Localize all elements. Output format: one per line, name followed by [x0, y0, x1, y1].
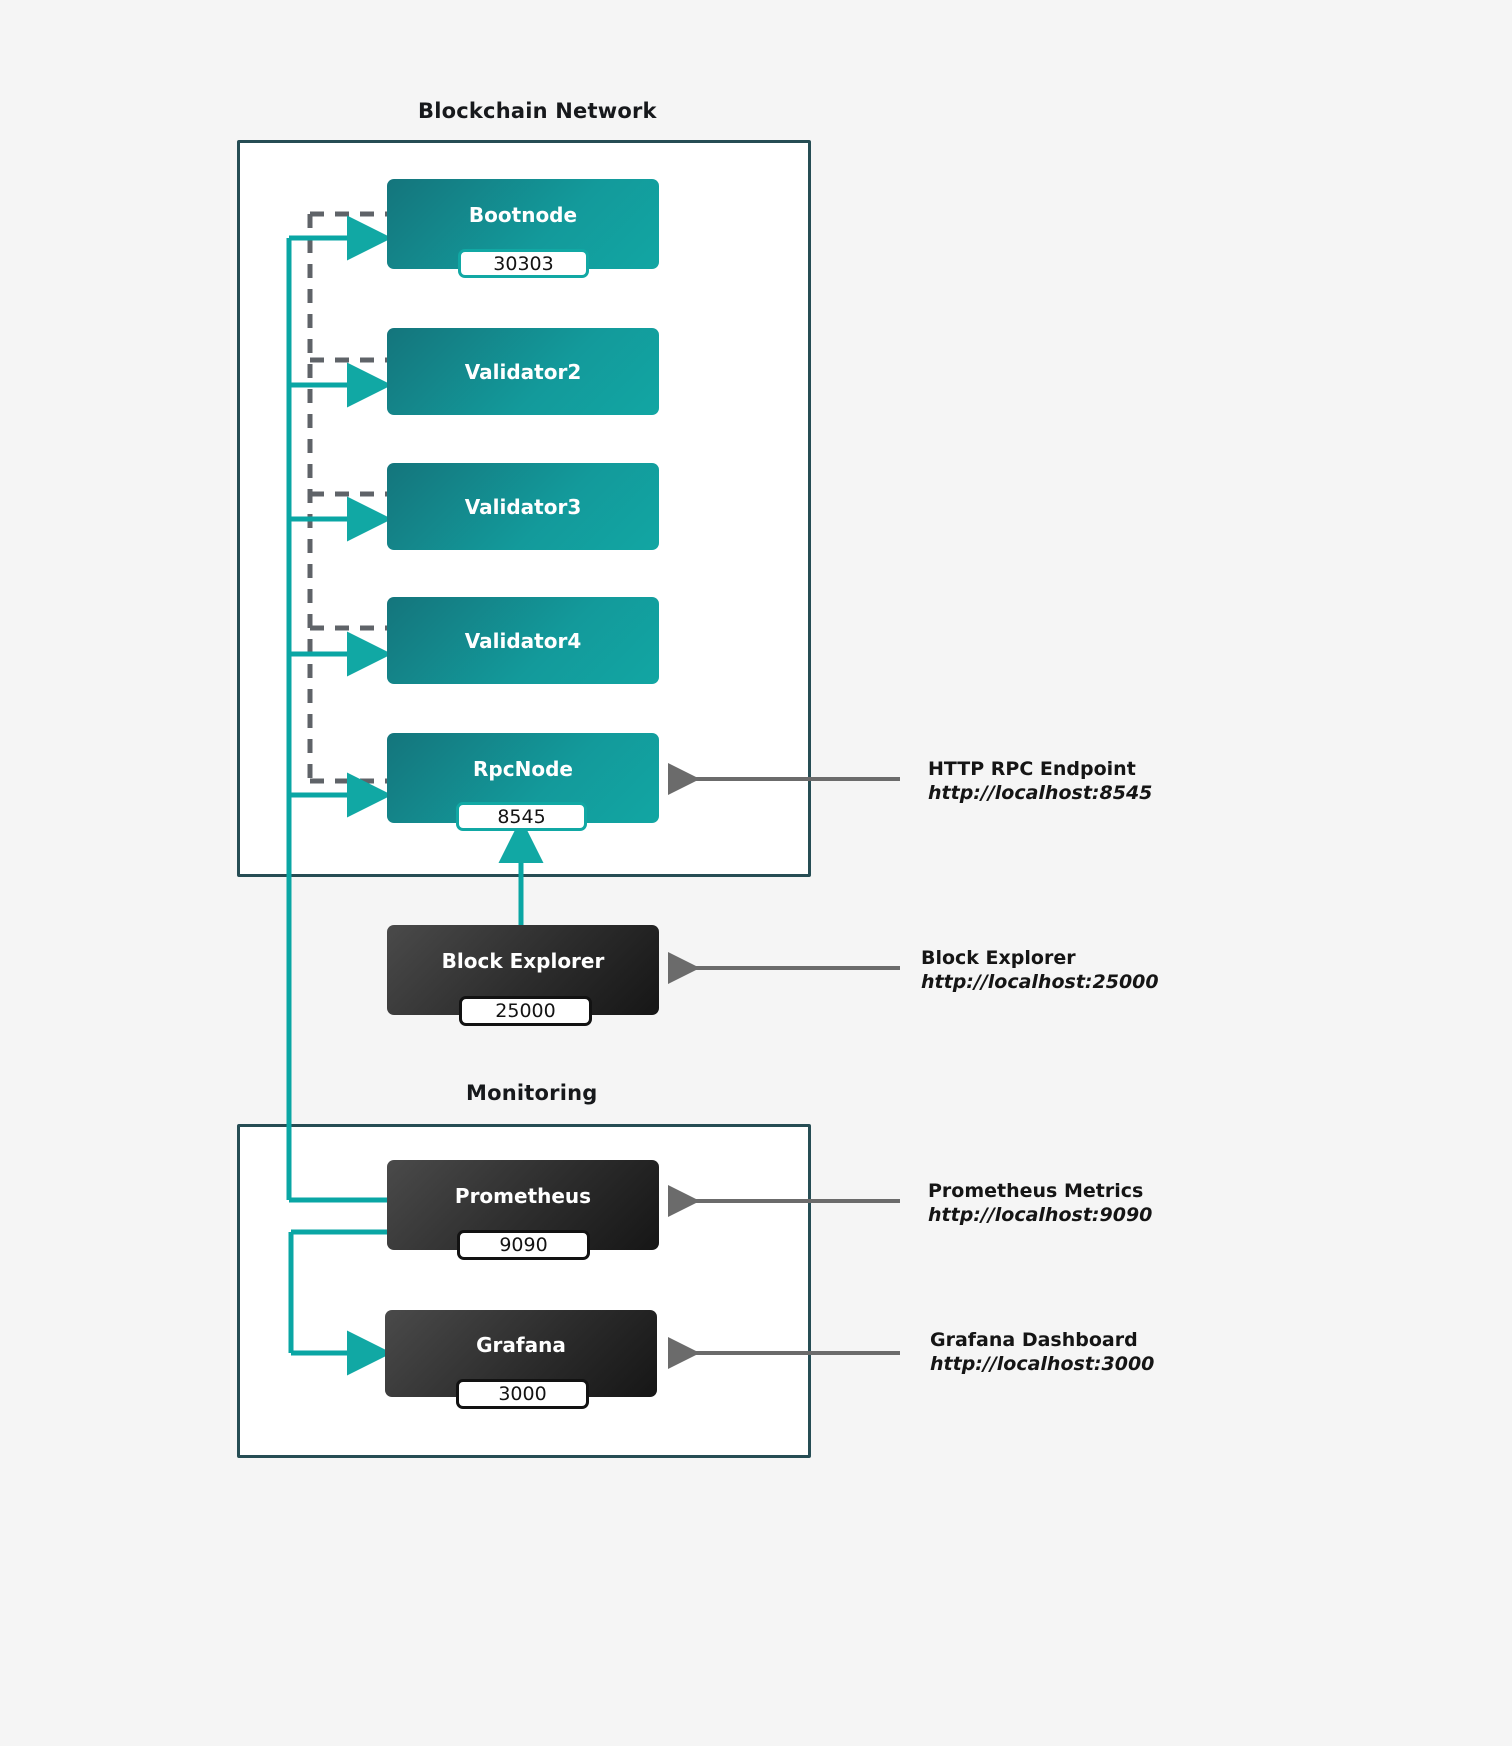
- annotation-block-explorer-title: Block Explorer: [921, 947, 1076, 969]
- annotation-grafana-dashboard-title: Grafana Dashboard: [930, 1329, 1138, 1351]
- annotation-rpc-endpoint-url[interactable]: http://localhost:8545: [928, 782, 1153, 805]
- node-validator4[interactable]: Validator4: [387, 597, 659, 684]
- annotation-prometheus-metrics-url[interactable]: http://localhost:9090: [928, 1204, 1153, 1227]
- node-validator3-label: Validator3: [464, 494, 582, 519]
- node-block-explorer-port: 25000: [459, 996, 592, 1026]
- annotation-rpc-endpoint: HTTP RPC Endpoint http://localhost:8545: [928, 757, 1152, 806]
- node-validator4-label: Validator4: [464, 628, 582, 653]
- annotation-rpc-endpoint-title: HTTP RPC Endpoint: [928, 758, 1136, 780]
- node-validator2-label: Validator2: [464, 359, 582, 384]
- node-rpcnode-port: 8545: [456, 802, 587, 831]
- node-bootnode-port: 30303: [458, 249, 589, 278]
- annotation-prometheus-metrics-title: Prometheus Metrics: [928, 1180, 1144, 1202]
- annotation-block-explorer-url[interactable]: http://localhost:25000: [921, 971, 1159, 994]
- annotation-block-explorer: Block Explorer http://localhost:25000: [921, 946, 1159, 995]
- group-title-blockchain-network: Blockchain Network: [418, 99, 657, 123]
- node-validator2[interactable]: Validator2: [387, 328, 659, 415]
- node-prometheus-port: 9090: [457, 1230, 590, 1260]
- node-grafana-port: 3000: [456, 1379, 589, 1409]
- node-validator3[interactable]: Validator3: [387, 463, 659, 550]
- node-rpcnode-label: RpcNode: [473, 757, 573, 781]
- group-title-monitoring: Monitoring: [466, 1081, 598, 1105]
- annotation-grafana-dashboard-url[interactable]: http://localhost:3000: [930, 1353, 1155, 1376]
- annotation-prometheus-metrics: Prometheus Metrics http://localhost:9090: [928, 1179, 1152, 1228]
- node-bootnode-label: Bootnode: [468, 203, 578, 227]
- node-block-explorer-label: Block Explorer: [441, 949, 605, 973]
- node-prometheus-label: Prometheus: [454, 1184, 592, 1208]
- node-grafana-label: Grafana: [476, 1332, 566, 1357]
- annotation-grafana-dashboard: Grafana Dashboard http://localhost:3000: [930, 1328, 1154, 1377]
